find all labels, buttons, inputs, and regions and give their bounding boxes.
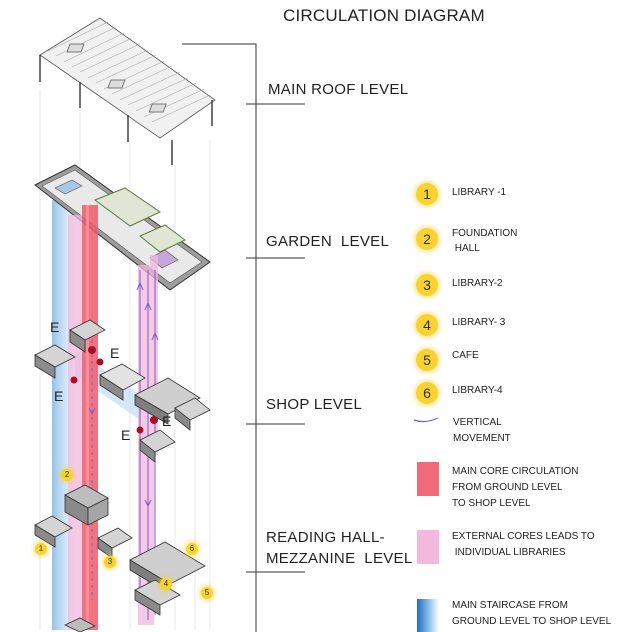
main-core xyxy=(82,205,98,630)
legend-vertical-movement-line xyxy=(413,417,439,423)
legend-label-cafe: CAFE xyxy=(452,350,479,361)
level-label-garden: GARDEN LEVEL xyxy=(266,233,390,250)
legend-main-core-swatch xyxy=(417,462,439,496)
legend-label-external-cores-1: EXTERNAL CORES LEADS TO xyxy=(452,531,595,542)
legend-number-3: 3 xyxy=(416,274,438,296)
main-roof xyxy=(39,17,216,165)
legend-number-2: 2 xyxy=(416,228,438,250)
legend-label-foundation-hall: FOUNDATION xyxy=(452,228,518,239)
legend-external-cores-swatch xyxy=(417,530,439,564)
legend-number-4: 4 xyxy=(416,314,438,336)
level-label-main-roof: MAIN ROOF LEVEL xyxy=(268,81,409,98)
diagram-title: CIRCULATION DIAGRAM xyxy=(283,6,485,25)
external-cores xyxy=(68,215,158,630)
marker-1: 1 xyxy=(35,543,47,555)
legend-label-staircase-2: GROUND LEVEL TO SHOP LEVEL xyxy=(452,616,612,627)
elevator-points xyxy=(70,346,158,434)
shop-level-blocks xyxy=(34,319,211,463)
legend-number-5: 5 xyxy=(416,349,438,371)
elevator-label: E xyxy=(110,345,120,361)
legend-label-staircase-1: MAIN STAIRCASE FROM xyxy=(452,600,568,611)
legend-label-main-core-1: MAIN CORE CIRCULATION xyxy=(452,466,579,477)
legend-label-library-4: LIBRARY-4 xyxy=(452,385,503,396)
legend-label-movement: MOVEMENT xyxy=(453,433,511,444)
elevator-label: E xyxy=(54,388,64,404)
marker-6: 6 xyxy=(186,543,198,555)
elevator-label: E xyxy=(50,319,60,335)
marker-3: 3 xyxy=(104,556,116,568)
legend-label-vertical: VERTICAL xyxy=(453,417,502,428)
marker-5: 5 xyxy=(201,587,213,599)
legend-label-main-core-3: TO SHOP LEVEL xyxy=(452,498,531,509)
level-label-reading-hall: READING HALL- xyxy=(266,529,385,546)
legend-number-6: 6 xyxy=(416,382,438,404)
legend-label-foundation-hall-line2: HALL xyxy=(452,243,480,254)
legend-label-external-cores-2: INDIVIDUAL LIBRARIES xyxy=(452,547,566,558)
marker-4: 4 xyxy=(160,578,172,590)
legend-label-library-2: LIBRARY-2 xyxy=(452,278,503,289)
legend-label-library-1: LIBRARY -1 xyxy=(452,187,507,198)
level-label-shop: SHOP LEVEL xyxy=(266,396,363,413)
legend-label-main-core-2: FROM GROUND LEVEL xyxy=(452,482,563,493)
elevator-label: E xyxy=(162,413,172,429)
legend-number-1: 1 xyxy=(416,183,438,205)
legend-staircase-swatch xyxy=(417,599,439,632)
legend-label-library-3: LIBRARY- 3 xyxy=(452,317,506,328)
level-label-mezzanine: MEZZANINE LEVEL xyxy=(266,550,413,567)
marker-2: 2 xyxy=(61,469,73,481)
level-leader-lines xyxy=(182,43,305,632)
garden-slab xyxy=(34,164,211,291)
reading-hall-blocks xyxy=(34,484,206,632)
elevator-label: E xyxy=(121,427,131,443)
